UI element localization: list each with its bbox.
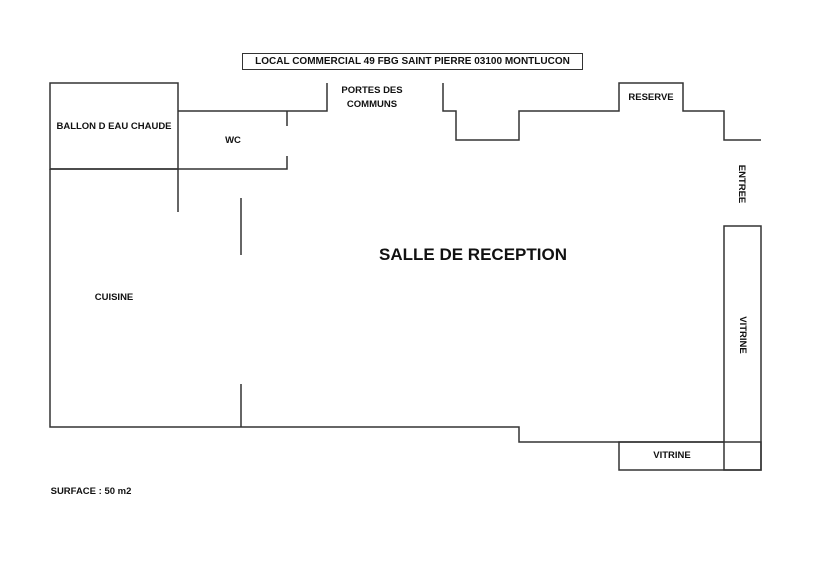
label-entree: ENTREE <box>736 164 747 204</box>
label-reserve: RESERVE <box>628 92 674 103</box>
label-ballon: BALLON D EAU CHAUDE <box>56 121 172 132</box>
label-salle: SALLE DE RECEPTION <box>379 245 567 264</box>
front-wall <box>442 82 761 141</box>
label-cuisine: CUISINE <box>94 292 134 303</box>
wc-top-wall <box>178 83 328 112</box>
surface-label: SURFACE : 50 m2 <box>50 486 132 497</box>
label-vitrine-bottom: VITRINE <box>653 450 691 461</box>
wc-bottom-wall <box>50 156 288 170</box>
label-wc: WC <box>225 135 241 146</box>
label-portes-1: PORTES DES <box>341 85 403 96</box>
vitrine-bottom-box <box>618 441 762 471</box>
plan-title: LOCAL COMMERCIAL 49 FBG SAINT PIERRE 031… <box>242 53 583 70</box>
label-vitrine-side: VITRINE <box>737 316 748 354</box>
outer-wall <box>49 169 724 443</box>
label-portes-2: COMMUNS <box>346 99 398 110</box>
